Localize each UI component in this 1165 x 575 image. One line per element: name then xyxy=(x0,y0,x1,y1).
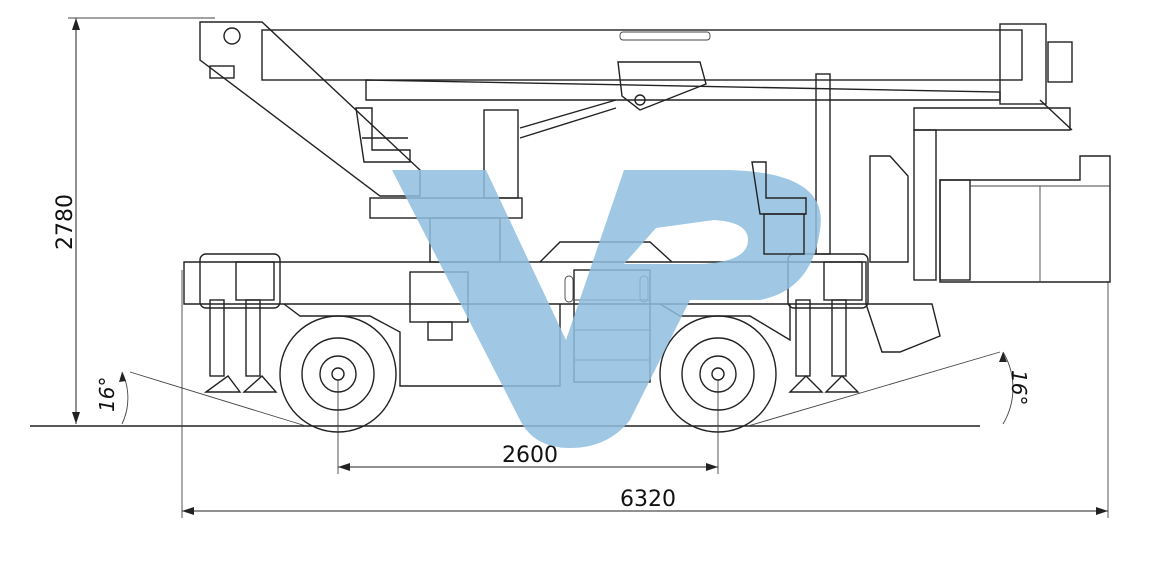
length-label: 6320 xyxy=(620,487,676,512)
rear-angle-label: 16° xyxy=(1007,370,1031,405)
front-angle-label: 16° xyxy=(95,377,119,412)
height-dimension: 2780 xyxy=(53,17,215,424)
vp-watermark-logo xyxy=(392,170,821,448)
wheelbase-label: 2600 xyxy=(502,443,558,468)
basket xyxy=(869,107,1111,283)
front-wheel xyxy=(279,315,397,433)
height-label: 2780 xyxy=(53,194,78,250)
mast xyxy=(815,73,831,255)
length-dimension: 6320 xyxy=(181,270,1109,518)
rear-seat xyxy=(751,161,807,255)
front-angle: 16° xyxy=(95,371,307,427)
upper-boom xyxy=(261,23,1073,139)
rear-angle: 16° xyxy=(747,351,1031,427)
rear-wheel xyxy=(659,315,777,433)
wheelbase-dimension: 2600 xyxy=(337,380,719,474)
lower-boom xyxy=(199,21,421,197)
outrigger-front xyxy=(199,253,281,393)
